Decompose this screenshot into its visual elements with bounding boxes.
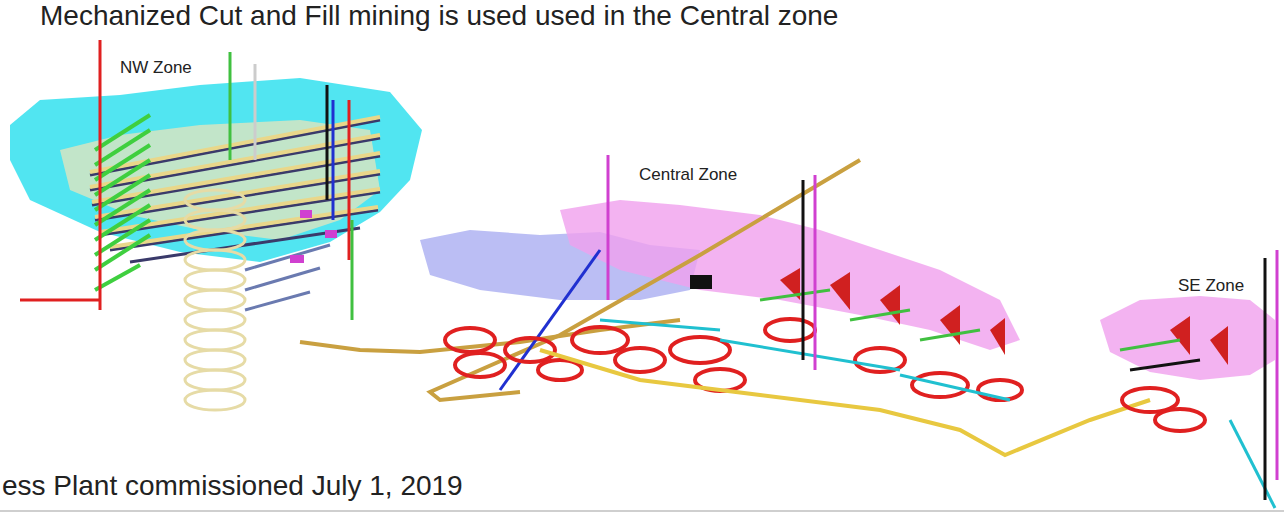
zone-label: Central Zone (637, 165, 739, 185)
zone-label: NW Zone (118, 58, 194, 78)
main-haulage (540, 350, 1150, 455)
nw-level-drifts (90, 120, 380, 262)
nw-crosscuts (95, 115, 150, 290)
se-stopes (1100, 296, 1275, 380)
nw-lower-drifts (245, 245, 330, 310)
central-shafts (608, 155, 815, 370)
central-ramp-loops (445, 319, 1022, 400)
connecting-drift (300, 320, 680, 352)
nw-helix-ramp (185, 190, 245, 410)
nw-stope-volume (10, 78, 422, 262)
se-accesses (1120, 250, 1277, 508)
nw-raises (290, 210, 337, 263)
note-text: ess Plant commissioned July 1, 2019 (2, 470, 463, 502)
se-ramp-loops (1122, 388, 1205, 431)
nw-level-access (90, 117, 380, 247)
central-stopes-east (560, 200, 1020, 350)
heading-text: Mechanized Cut and Fill mining is used u… (40, 0, 838, 32)
nw-shafts (20, 40, 352, 320)
central-raise (500, 250, 600, 390)
zone-label: SE Zone (1176, 276, 1246, 296)
slide-rule (0, 510, 1284, 512)
central-decline (430, 160, 860, 400)
central-workshop (690, 275, 712, 289)
